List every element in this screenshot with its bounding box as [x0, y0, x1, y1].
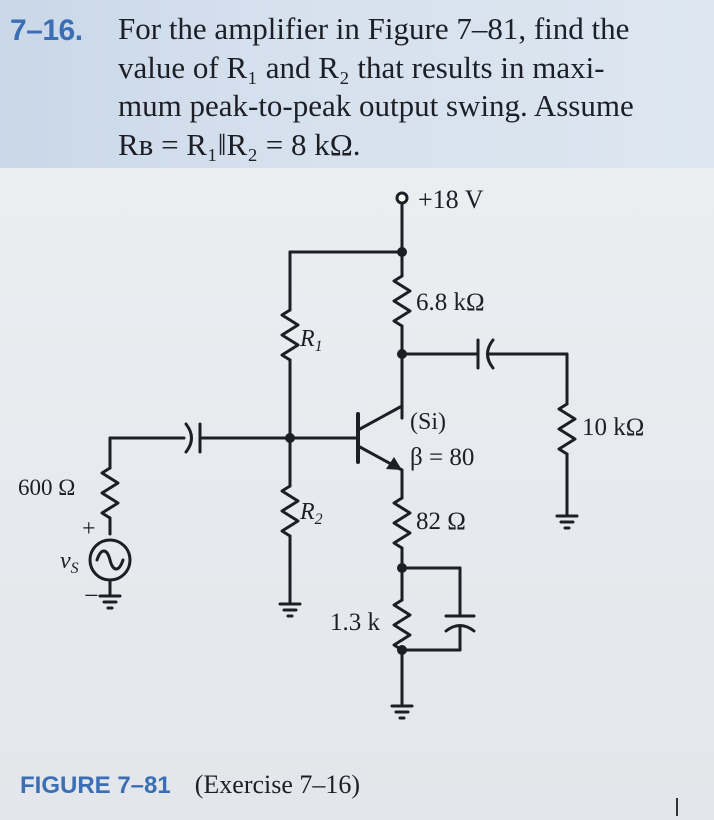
load-resistor	[557, 402, 577, 456]
re1-label: 82 Ω	[416, 508, 466, 535]
r2-label: R2	[299, 499, 323, 528]
figure-label: FIGURE 7–81	[20, 772, 171, 799]
load-label: 10 kΩ	[582, 414, 644, 441]
problem-statement: For the amplifier in Figure 7–81, find t…	[118, 10, 708, 164]
problem-number: 7–16.	[10, 14, 83, 47]
source-label: vS	[60, 548, 79, 577]
source-resistor	[100, 466, 120, 520]
re2-label: 1.3 k	[330, 609, 381, 636]
source-resistance-label: 600 Ω	[18, 475, 75, 500]
transistor-collector	[356, 404, 404, 432]
ac-source-wave	[95, 549, 125, 571]
r1-resistor	[280, 308, 300, 362]
transistor-type-label: (Si)	[410, 409, 446, 435]
problem-line: mum peak-to-peak output swing. Assume	[118, 88, 634, 123]
problem-line: value of R₁ and R₂ that results in maxi-	[118, 49, 605, 85]
ground-symbol	[278, 602, 302, 618]
r2-resistor	[280, 484, 300, 538]
rc-resistor	[392, 274, 412, 328]
ground-symbol	[390, 704, 414, 720]
re1-resistor	[392, 496, 412, 550]
re2-resistor	[392, 598, 412, 652]
supply-label: +18 V	[418, 185, 484, 214]
ground-symbol	[555, 514, 579, 530]
problem-line: For the amplifier in Figure 7–81, find t…	[118, 11, 630, 46]
input-capacitor-curve	[184, 422, 193, 454]
page-edge-mark	[676, 798, 678, 816]
junction-dot	[397, 563, 407, 573]
source-minus: −	[84, 581, 99, 610]
problem-line: Rʙ = R₁‖R₂ = 8 kΩ.	[118, 126, 361, 162]
circuit-diagram: +18 V 6.8 kΩ R1 R2 (Si) β = 80 10 kΩ 82 …	[18, 185, 644, 720]
junction-dot	[397, 247, 407, 257]
problem-block: 7–16. For the amplifier in Figure 7–81, …	[0, 0, 714, 168]
r1-label: R1	[299, 326, 323, 355]
figure-title: (Exercise 7–16)	[194, 770, 361, 799]
junction-dot	[397, 349, 407, 359]
rc-label: 6.8 kΩ	[416, 289, 485, 316]
beta-label: β = 80	[410, 444, 474, 471]
junction-dot	[285, 433, 295, 443]
figure-caption: FIGURE 7–81 (Exercise 7–16)	[20, 770, 360, 810]
junction-dot	[397, 645, 407, 655]
emitter-arrow	[386, 457, 402, 470]
ground-symbol	[98, 594, 122, 610]
source-plus: +	[82, 516, 96, 542]
